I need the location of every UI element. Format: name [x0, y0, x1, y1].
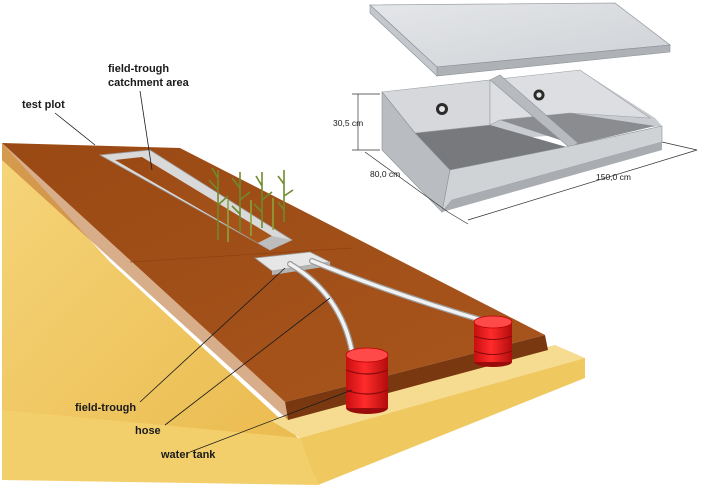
crop-plants	[208, 167, 294, 242]
label-water-tank: water tank	[160, 449, 216, 461]
label-test-plot: test plot	[22, 99, 65, 111]
label-field-trough: field-trough	[75, 402, 136, 414]
catchment-frame	[98, 149, 293, 251]
water-tank-left	[345, 347, 389, 414]
base-step-top	[270, 345, 585, 438]
dim-width-label: 80,0 cm	[370, 169, 400, 179]
hoses	[287, 258, 491, 355]
dim-height-label: 30,5 cm	[333, 118, 363, 128]
water-tank-right	[473, 315, 513, 367]
label-hose: hose	[135, 425, 161, 437]
trough-box	[381, 69, 663, 214]
base-step-front	[300, 358, 585, 485]
soil-left-edge	[2, 143, 288, 420]
leader-lines	[54, 90, 353, 453]
slope-side-face	[2, 143, 330, 480]
dimension-lines	[352, 93, 698, 225]
trough-lid	[368, 2, 672, 77]
surface-edge-line	[129, 247, 353, 263]
label-catchment-line2: catchment area	[108, 77, 190, 89]
base-step-side	[2, 410, 318, 485]
dim-length-label: 150,0 cm	[596, 172, 631, 182]
label-catchment-line1: field-trough	[108, 63, 169, 75]
